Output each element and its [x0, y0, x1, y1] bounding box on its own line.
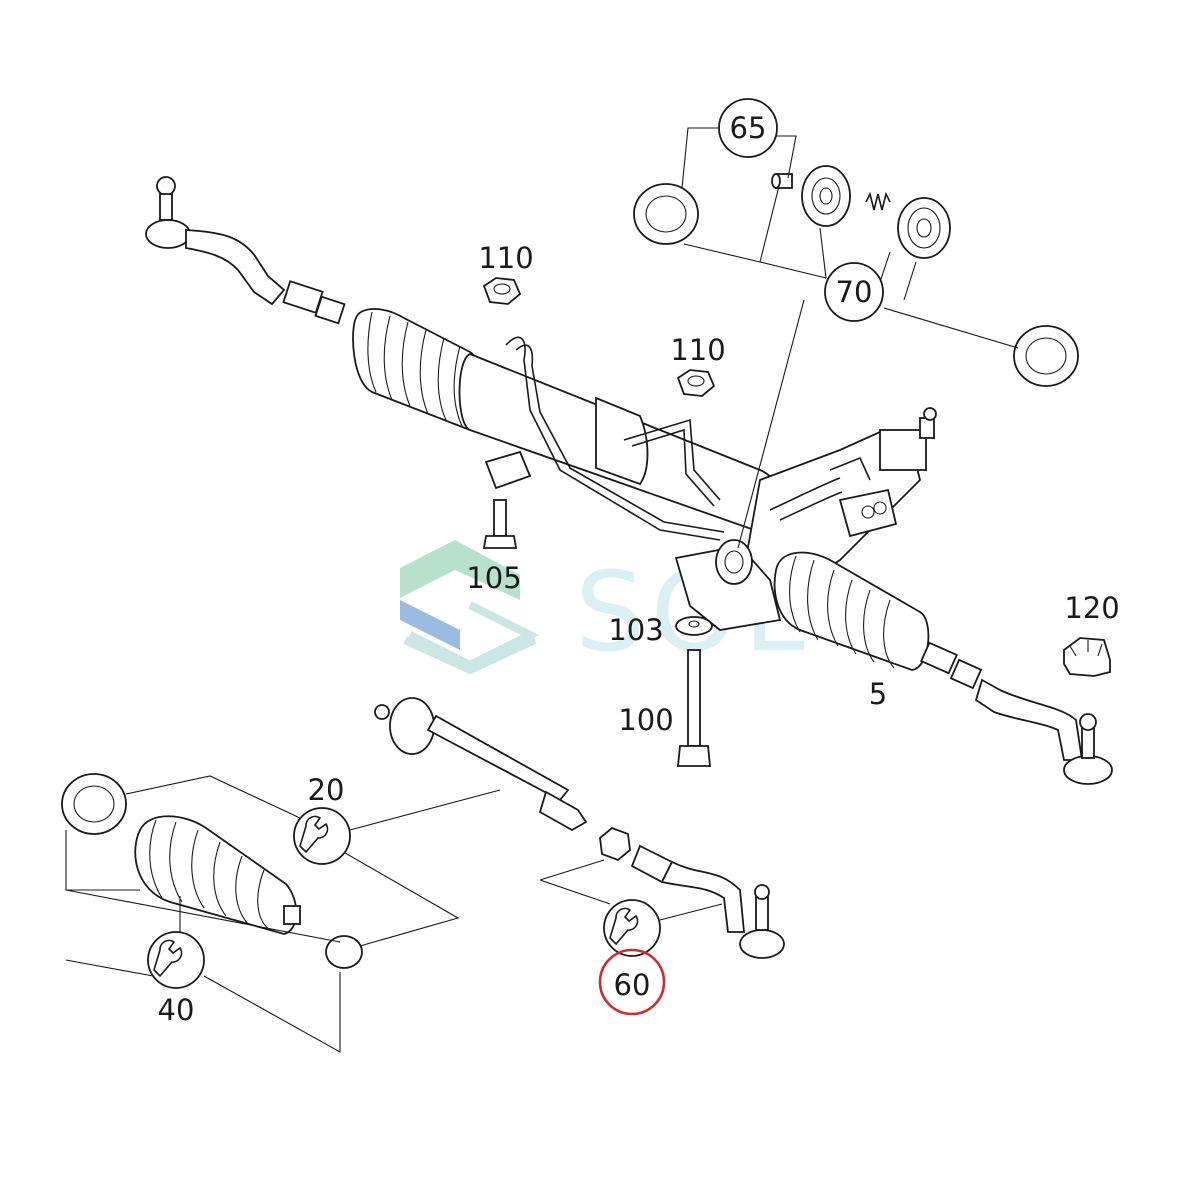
nut-110-lower	[676, 369, 716, 397]
callout-20-label: 20	[308, 773, 345, 807]
watermark-logo-icon	[400, 540, 539, 675]
highlight-ring	[598, 948, 666, 1016]
wrench-icon	[609, 907, 639, 946]
nut-110-upper	[482, 277, 522, 305]
right-tie-rod-end	[920, 641, 1113, 785]
cap-left	[633, 183, 699, 245]
wrench-icon	[153, 939, 183, 978]
callout-103-label[interactable]: 103	[608, 613, 663, 647]
callout-5-label[interactable]: 5	[869, 677, 887, 711]
callout-40[interactable]	[147, 931, 205, 989]
callout-100-label[interactable]: 100	[618, 703, 673, 737]
callout-65-label: 65	[730, 111, 767, 145]
washer-103	[675, 616, 713, 636]
bushing-large-1	[801, 165, 851, 227]
callout-65[interactable]: 65	[718, 98, 778, 158]
callout-60[interactable]: 60	[598, 899, 666, 1016]
callout-40-label: 40	[158, 993, 195, 1027]
callout-120-label[interactable]: 120	[1064, 591, 1119, 625]
wrench-icon	[299, 815, 329, 854]
castle-nut-120	[1063, 637, 1111, 677]
steering-rack-assembly	[145, 176, 1113, 785]
small-nipple	[771, 173, 793, 189]
boot-kit-boot	[134, 815, 301, 935]
callout-20[interactable]	[293, 807, 351, 865]
rack-housing	[458, 336, 784, 541]
boot-kit-clamp	[325, 935, 363, 969]
rack-mount-bracket	[674, 539, 782, 631]
callout-70-label: 70	[836, 275, 873, 309]
bolt-100	[677, 649, 711, 767]
callout-60-label: 60	[614, 968, 651, 1002]
bushing-large-2	[897, 197, 951, 259]
callout-70[interactable]: 70	[824, 262, 884, 322]
callout-110-lower-label[interactable]: 110	[670, 333, 725, 367]
callout-105-label[interactable]: 105	[466, 561, 521, 595]
boot-kit-cap	[61, 773, 127, 835]
cap-right	[1013, 325, 1079, 387]
grouping-lines	[65, 775, 723, 1053]
callout-110-upper-label[interactable]: 110	[478, 241, 533, 275]
outer-tie-rod-end	[599, 826, 785, 959]
spring	[865, 191, 891, 211]
bolt-105	[482, 499, 518, 549]
right-rack-boot	[773, 551, 930, 671]
left-tie-rod-end	[145, 176, 346, 325]
inner-tie-rod	[374, 697, 588, 832]
bushing-kit	[633, 127, 1079, 549]
